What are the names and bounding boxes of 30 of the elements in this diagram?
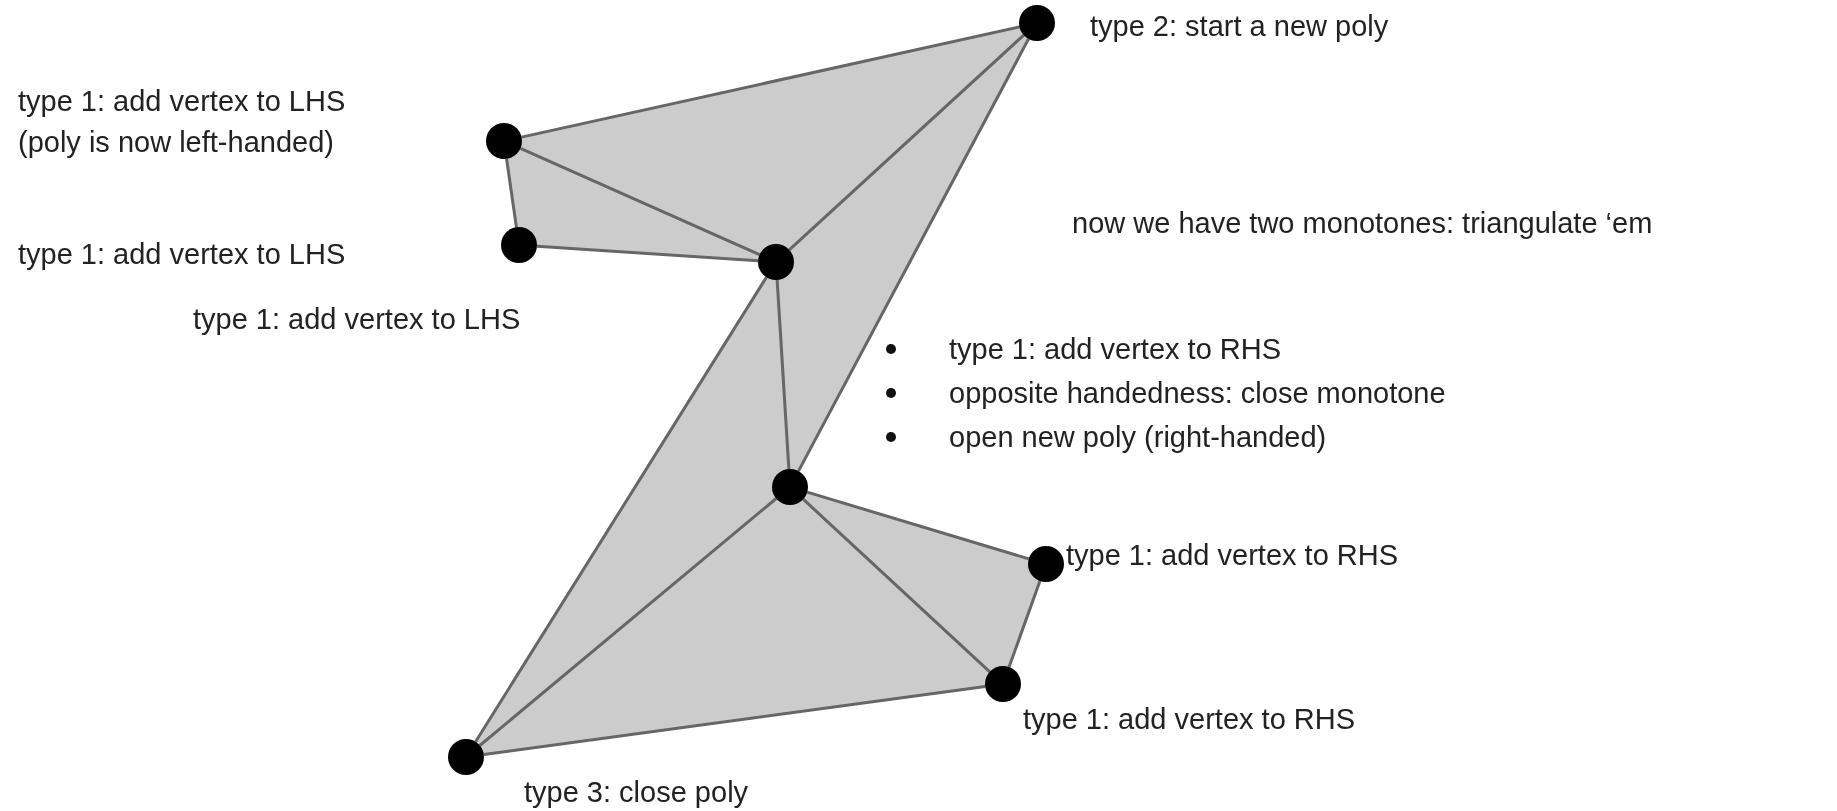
vertex-label: type 3: close poly	[524, 775, 749, 810]
vertex-dot	[1028, 546, 1064, 582]
vertex-label: type 1: add vertex to RHS	[1023, 702, 1356, 737]
polygon-edge	[474, 276, 768, 743]
note-text: type 1: add vertex to LHS	[193, 302, 521, 337]
polygon-edge	[802, 498, 991, 673]
vertex-label: type 2: start a new poly	[1090, 9, 1389, 44]
vertex-dot	[985, 666, 1021, 702]
bullet-item: type 1: add vertex to RHS	[949, 332, 1283, 367]
polygon-edge	[797, 38, 1030, 472]
polygon-edge	[806, 490, 1030, 561]
polygon-edge	[478, 497, 778, 747]
note-text: type 1: add vertex to LHS	[18, 237, 346, 272]
vertex-dot	[501, 227, 537, 263]
vertex-dot	[448, 739, 484, 775]
polygon-edge	[788, 34, 1025, 251]
polygon-edge	[505, 158, 518, 228]
bullet-item: opposite handedness: close monotone	[949, 376, 1446, 411]
note-text: now we have two monotones: triangulate ‘em	[1072, 206, 1653, 241]
polygon-edge	[483, 684, 986, 757]
polygon-edge	[775, 279, 791, 470]
polygon-edge	[521, 25, 1020, 139]
note-text: type 1: add vertex to LHS (poly is now left-handed)	[18, 84, 347, 160]
vertex-dot	[1019, 5, 1055, 41]
bullet-item: open new poly (right-handed)	[949, 420, 1328, 455]
polygon-edge	[519, 146, 761, 257]
vertex-label: type 1: add vertex to RHS	[1066, 538, 1399, 573]
polygon-edge	[1007, 580, 1042, 668]
vertex-dot	[486, 123, 522, 159]
polygon-edge	[536, 244, 759, 263]
